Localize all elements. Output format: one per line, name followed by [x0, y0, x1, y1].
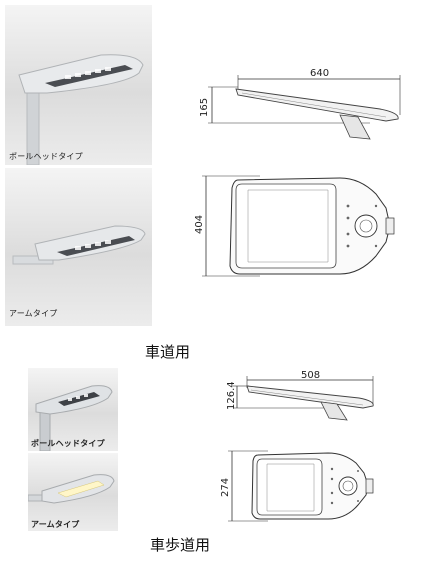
roadway-photo-pole-head: ポールヘッドタイプ: [5, 5, 152, 165]
roadway-height-label: 165: [199, 98, 210, 117]
arm-lamp-illustration: [12, 225, 146, 265]
roadway-photo-caption-arm: アームタイプ: [9, 309, 58, 318]
sidewalk-photo-caption-arm: アームタイプ: [31, 520, 80, 529]
roadway-top-view-drawing: 404: [194, 175, 395, 277]
sidewalk-photo-caption-pole-head: ポールヘッドタイプ: [31, 439, 105, 448]
roadway-photo-caption-pole-head: ポールヘッドタイプ: [9, 152, 83, 161]
sidewalk-side-view-drawing: 508 126.4: [226, 370, 374, 421]
roadway-photo-arm: アームタイプ: [5, 168, 152, 326]
sidewalk-arm-lamp-illustration: [28, 474, 115, 504]
sidewalk-depth-label: 274: [220, 478, 231, 497]
sidewalk-top-view-drawing: 274: [220, 450, 374, 522]
pole-head-lamp-illustration: [18, 54, 144, 165]
sidewalk-width-label: 508: [301, 370, 320, 381]
roadway-width-label: 640: [310, 68, 329, 79]
sidewalk-height-label: 126.4: [226, 381, 237, 410]
roadway-section-label: 車道用: [145, 343, 191, 361]
roadway-depth-label: 404: [194, 215, 205, 234]
sidewalk-section-label: 車歩道用: [150, 536, 211, 554]
roadway-side-view-drawing: 640 165: [199, 68, 401, 140]
sidewalk-pole-head-lamp-illustration: [35, 385, 113, 451]
sidewalk-photo-arm: アームタイプ: [28, 453, 118, 531]
sidewalk-photo-pole-head: ポールヘッドタイプ: [28, 368, 118, 451]
